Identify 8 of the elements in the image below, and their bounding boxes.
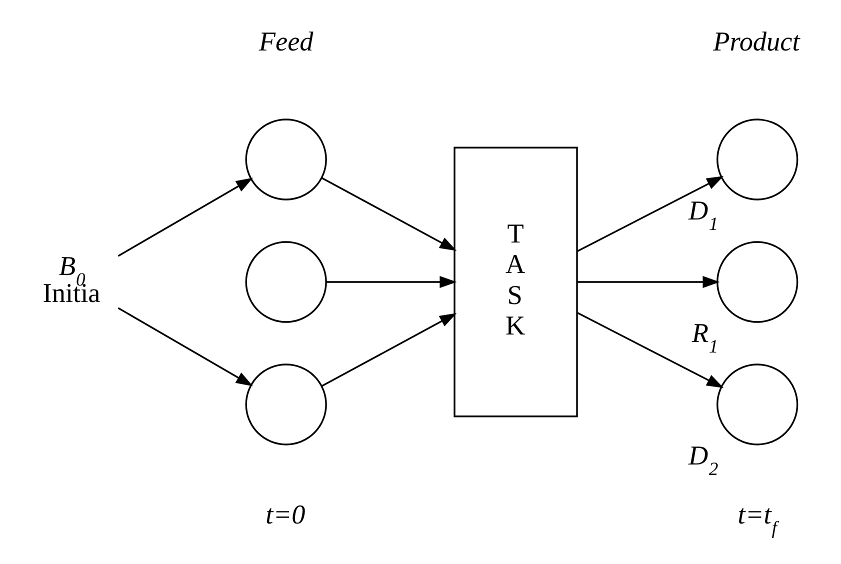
label: t=0	[266, 499, 306, 530]
node-label: D$_{2}$	[688, 440, 718, 480]
node-text: B$_{0}$ Initia	[42, 250, 100, 308]
node-label: D$_{1}$	[688, 196, 718, 236]
label: Feed	[258, 26, 314, 56]
node-label: R$_{1}$	[692, 318, 718, 358]
label: t=t$_{f}$	[738, 499, 778, 539]
label: Product	[713, 26, 800, 56]
